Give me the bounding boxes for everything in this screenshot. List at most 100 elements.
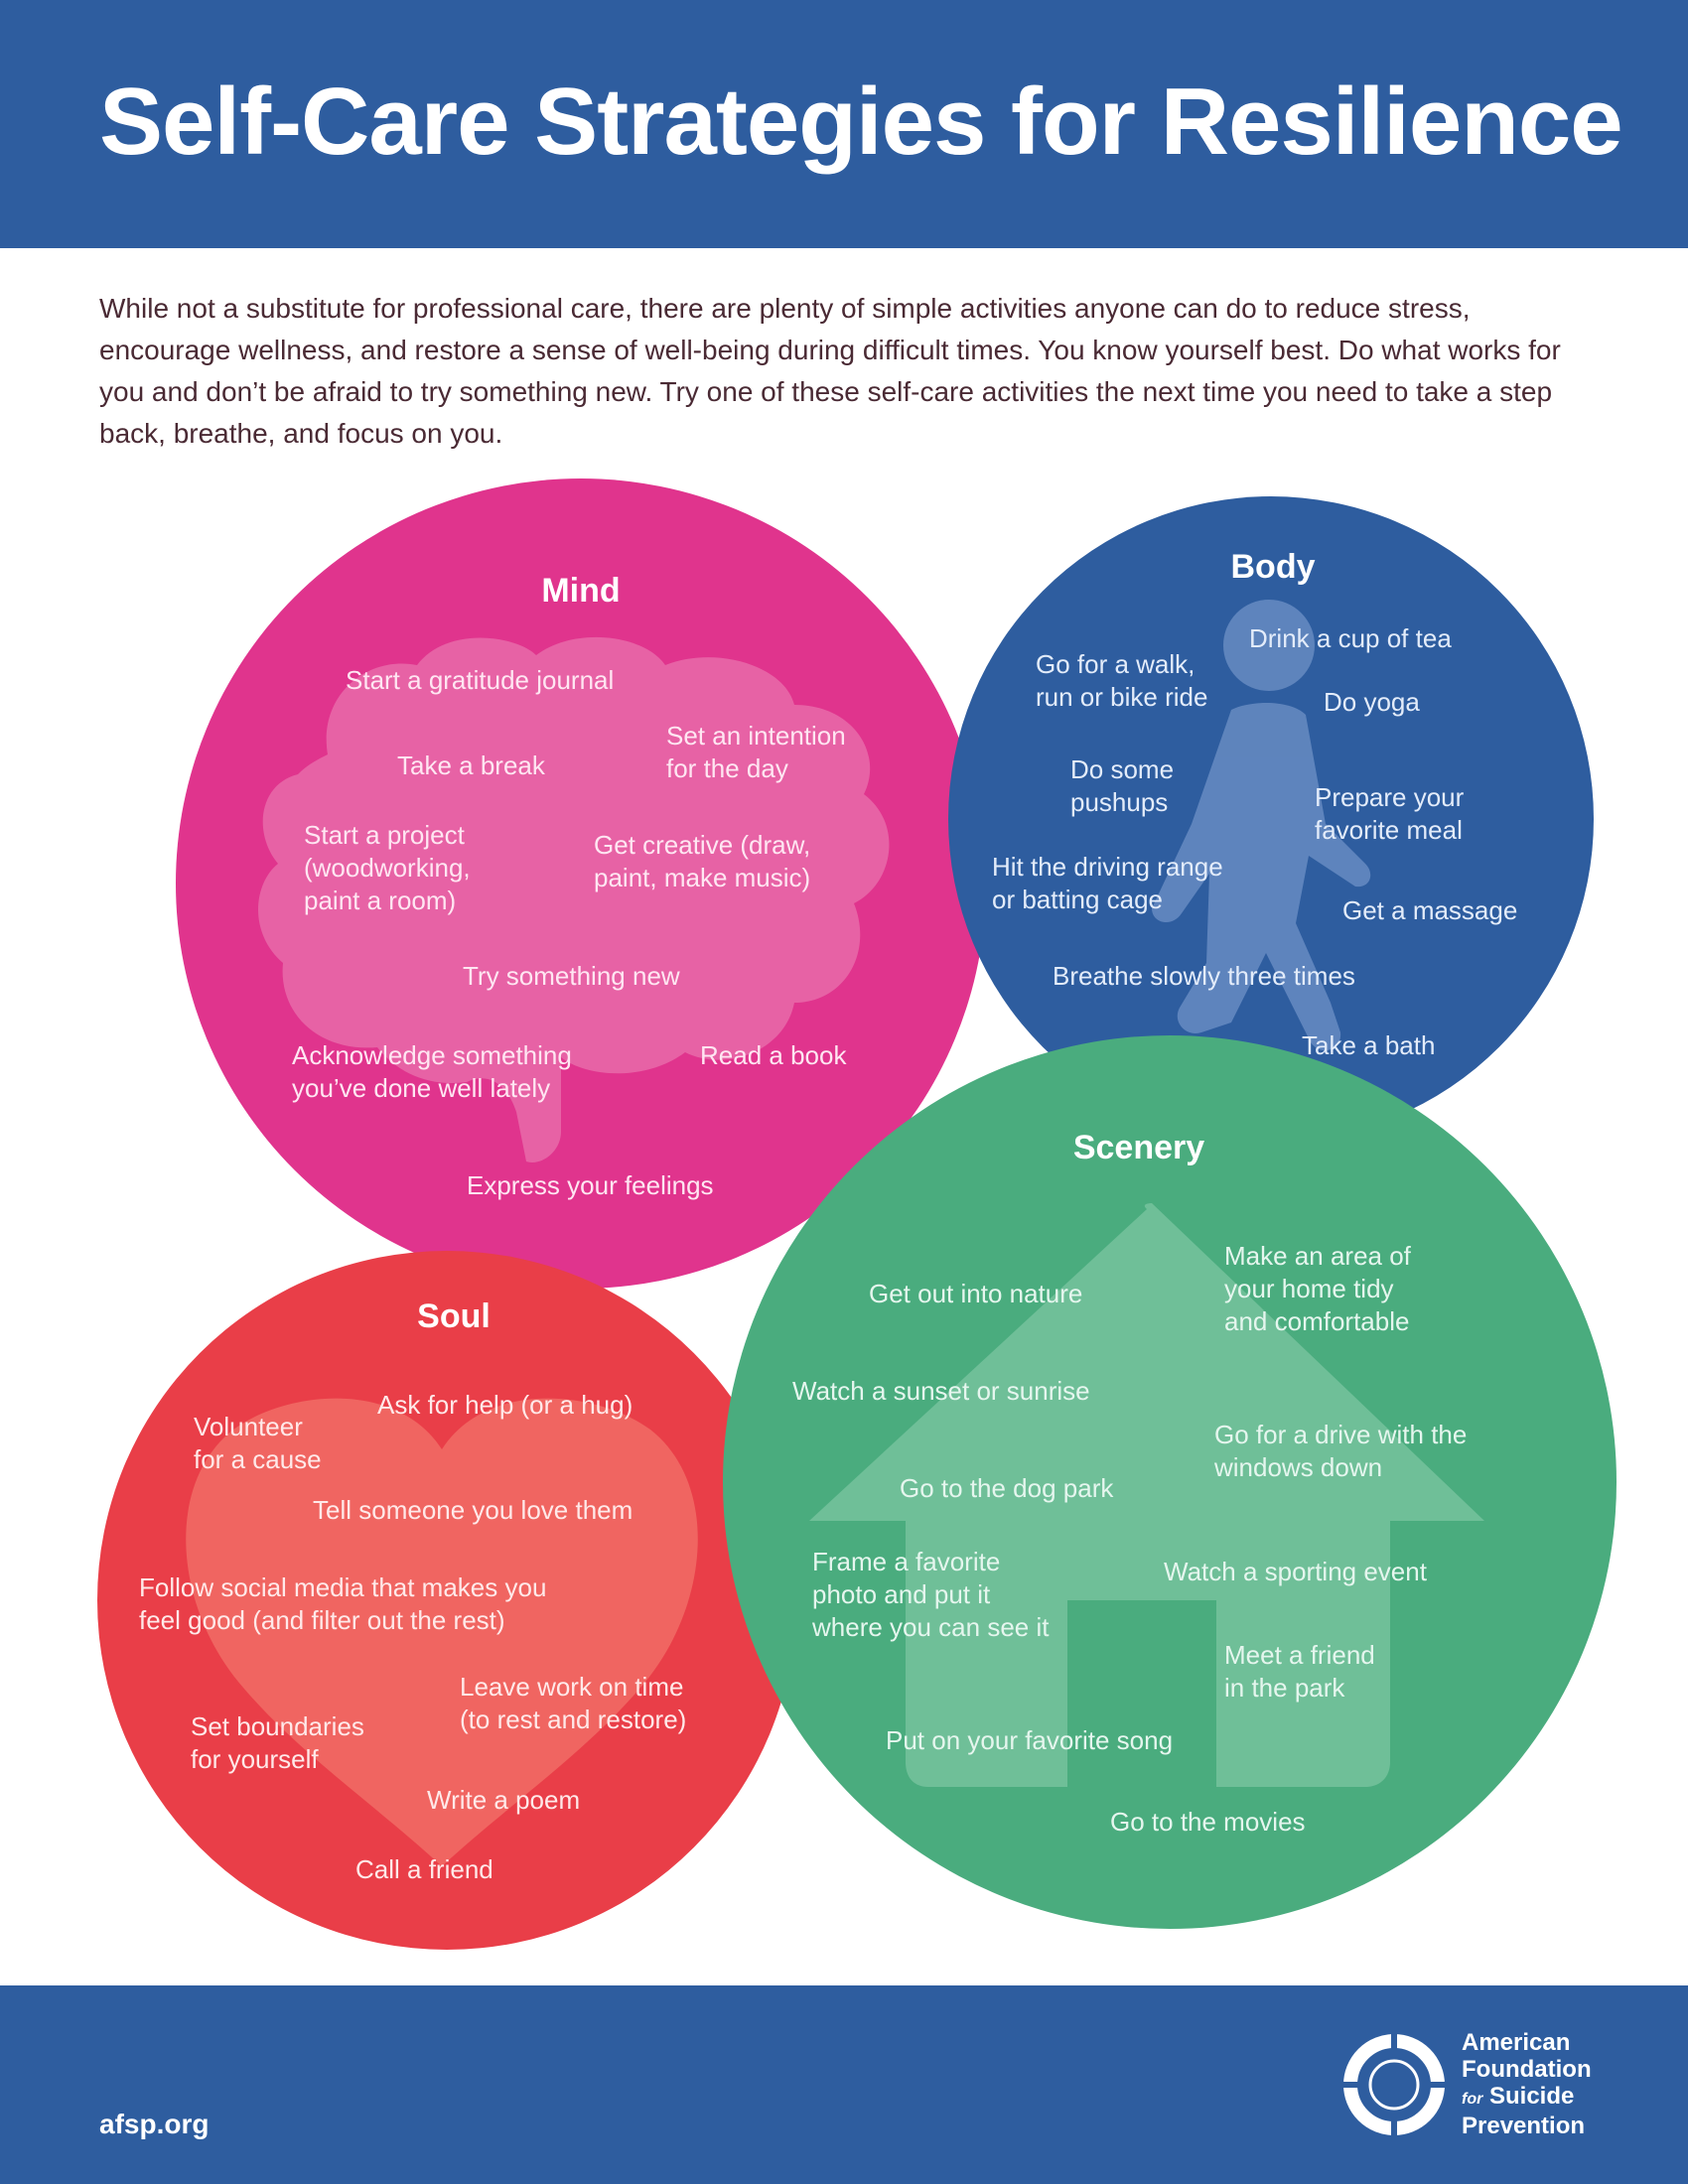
item-line: Acknowledge something — [292, 1040, 572, 1070]
item-line: Tell someone you love them — [313, 1495, 633, 1525]
item-line: paint, make music) — [594, 863, 810, 892]
soul-item: Write a poem — [427, 1785, 580, 1815]
item-line: pushups — [1070, 787, 1168, 817]
scenery-section: Scenery Make an area of your home tidy and… — [723, 1035, 1617, 1929]
scenery-item: Go to the dog park — [900, 1473, 1114, 1503]
item-line: and comfortable — [1224, 1306, 1409, 1336]
body-title: Body — [1231, 548, 1316, 586]
body-item: Breathe slowly three times — [1053, 961, 1355, 991]
mind-item: Start a project(woodworking,paint a room… — [304, 820, 471, 915]
intro-paragraph: While not a substitute for professional … — [99, 293, 1561, 449]
body-item: Do yoga — [1324, 687, 1420, 717]
item-line: Frame a favorite — [812, 1547, 1000, 1576]
item-line: Start a project — [304, 820, 466, 850]
scenery-item: Watch a sporting event — [1164, 1557, 1428, 1586]
item-line: where you can see it — [811, 1612, 1050, 1642]
item-line: photo and put it — [812, 1579, 991, 1609]
item-line: for the day — [666, 753, 788, 783]
page-title: Self-Care Strategies for Resilience — [99, 68, 1623, 175]
soul-item: Ask for help (or a hug) — [377, 1390, 633, 1420]
mind-section: Mind Start a gratitude journal Set an in… — [176, 478, 986, 1289]
item-line: Set boundaries — [191, 1711, 364, 1741]
mind-item: Get creative (draw, paint, make music) — [594, 830, 810, 892]
mind-item: Try something new — [463, 961, 680, 991]
item-line: Get a massage — [1342, 895, 1517, 925]
logo-line: Foundation — [1462, 2056, 1592, 2083]
item-line: Start a gratitude journal — [346, 665, 614, 695]
website-link[interactable]: afsp.org — [99, 2109, 210, 2139]
item-line: Take a bath — [1302, 1030, 1435, 1060]
scenery-item: Watch a sunset or sunrise — [792, 1376, 1090, 1406]
item-line: favorite meal — [1315, 815, 1463, 845]
scenery-item: Go for a drive with the windows down — [1213, 1420, 1467, 1482]
soul-title: Soul — [417, 1297, 491, 1335]
page-footer: afsp.org American Foundation for Suicide… — [0, 1985, 1688, 2184]
item-line: (woodworking, — [304, 853, 471, 883]
heart-icon — [186, 1398, 698, 1866]
item-line: Ask for help (or a hug) — [377, 1390, 633, 1420]
soul-item: Leave work on time (to rest and restore) — [460, 1672, 686, 1734]
item-line: your home tidy — [1224, 1274, 1394, 1303]
soul-section: Soul Ask for help (or a hug) Volunteer fo… — [97, 1251, 796, 1950]
soul-item: Call a friend — [355, 1854, 493, 1884]
page-header: Self-Care Strategies for Resilience — [0, 0, 1688, 248]
house-icon — [809, 1203, 1484, 1787]
item-line: Get creative (draw, — [594, 830, 810, 860]
logo-line: for Suicide — [1462, 2083, 1592, 2113]
item-line: for yourself — [191, 1744, 319, 1774]
body-item: Get a massage — [1342, 895, 1517, 925]
item-line: Hit the driving range — [992, 852, 1223, 882]
item-line: in the park — [1224, 1673, 1345, 1703]
item-line: feel good (and filter out the rest) — [139, 1605, 505, 1635]
item-line: Do some — [1070, 754, 1174, 784]
brain-icon — [258, 636, 890, 1162]
soul-item: Volunteer for a cause — [194, 1412, 322, 1474]
item-line: Set an intention — [666, 721, 846, 751]
item-line: Meet a friend — [1224, 1640, 1375, 1670]
logo-line: American — [1462, 2029, 1571, 2056]
scenery-item: Make an area of your home tidy and comfort… — [1224, 1241, 1412, 1336]
logo-line: Prevention — [1462, 2113, 1586, 2139]
item-line: windows down — [1213, 1452, 1382, 1482]
scenery-title: Scenery — [1073, 1129, 1204, 1166]
walking-person-icon — [1152, 600, 1371, 1051]
item-line: Make an area of — [1224, 1241, 1412, 1271]
item-line: Follow social media that makes you — [139, 1572, 546, 1602]
item-line: you’ve done well lately — [292, 1073, 550, 1103]
scenery-item: Put on your favorite song — [886, 1725, 1173, 1755]
item-line: Try something new — [463, 961, 680, 991]
item-line: Drink a cup of tea — [1249, 623, 1452, 653]
item-line: Leave work on time — [460, 1672, 683, 1702]
scenery-item: Go to the movies — [1110, 1807, 1306, 1837]
item-line: Do yoga — [1324, 687, 1420, 717]
item-line: for a cause — [194, 1444, 322, 1474]
item-line: Watch a sunset or sunrise — [792, 1376, 1090, 1406]
item-line: Go for a drive with the — [1214, 1420, 1467, 1449]
item-line: Express your feelings — [467, 1170, 714, 1200]
item-line: Prepare your — [1315, 782, 1465, 812]
item-line: Volunteer — [194, 1412, 303, 1441]
body-item: Go for a walk,run or bike ride — [1036, 649, 1207, 712]
logo-for-word: for — [1462, 2091, 1483, 2108]
item-line: (to rest and restore) — [460, 1705, 686, 1734]
item-line: Take a break — [397, 751, 546, 780]
item-line: Get out into nature — [869, 1279, 1082, 1308]
mind-item: Express your feelings — [467, 1170, 714, 1200]
body-item: Take a bath — [1302, 1030, 1435, 1060]
item-line: Go to the dog park — [900, 1473, 1114, 1503]
item-line: Go to the movies — [1110, 1807, 1306, 1837]
item-line: Call a friend — [355, 1854, 493, 1884]
item-line: Write a poem — [427, 1785, 580, 1815]
item-line: Read a book — [700, 1040, 847, 1070]
item-line: Breathe slowly three times — [1053, 961, 1355, 991]
item-line: Put on your favorite song — [886, 1725, 1173, 1755]
item-line: run or bike ride — [1036, 682, 1207, 712]
